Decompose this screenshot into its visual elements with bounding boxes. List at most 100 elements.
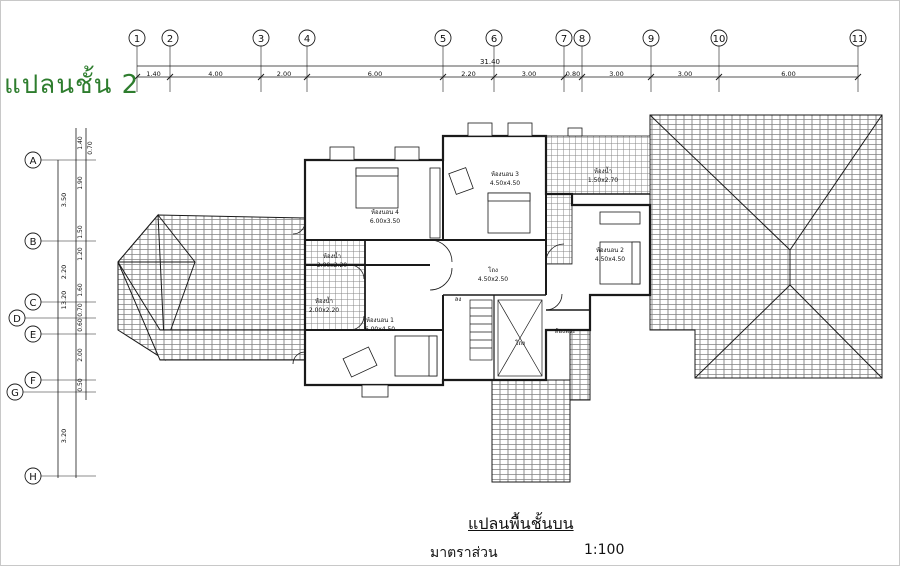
left-inner-dimension: 0.70 (77, 303, 84, 317)
staircase (469, 299, 543, 377)
left-outer-dimension: 3.20 (60, 429, 68, 443)
room-label: ห้องพระ (555, 328, 576, 335)
windows (329, 122, 583, 398)
row-bubble-A: A (24, 151, 96, 169)
top-dimension-value: 3.00 (678, 70, 692, 78)
column-grid-bubbles: 1 2 3 4 5 6 7 8 9 10 11 (128, 29, 867, 92)
row-label: C (30, 298, 37, 309)
left-inner-dimension: 1.40 (77, 136, 84, 150)
top-dimension-value: 4.00 (208, 70, 222, 78)
column-label: 8 (579, 34, 585, 45)
right-roof (649, 114, 883, 379)
room-size: 4.50x4.50 (490, 180, 520, 187)
room-label: โถง 4.50x2.50 (478, 266, 508, 283)
column-bubble-7: 7 (555, 29, 573, 92)
left-inner-dimension: 1.50 (77, 225, 84, 239)
left-inner-dimension: 1.90 (77, 176, 84, 190)
row-bubble-E: E (24, 325, 96, 343)
room-name: ห้องน้ำ (594, 165, 612, 175)
column-bubble-8: 8 (573, 29, 591, 92)
room-size: 6.00x4.50 (365, 326, 395, 333)
column-bubble-2: 2 (161, 29, 179, 92)
top-dimension-value: 2.20 (461, 70, 475, 78)
scale-value: 1:100 (584, 542, 625, 558)
top-dimension-line (137, 65, 858, 78)
room-label: ห้องนอน 3 4.50x4.50 (490, 171, 520, 187)
row-label: A (30, 156, 37, 167)
column-bubble-5: 5 (434, 29, 452, 92)
room-name: ห้องน้ำ (323, 250, 341, 260)
row-bubble-C: C (24, 293, 96, 311)
room-label: ห้องน้ำ 2.00x2.20 (309, 295, 339, 314)
left-inner-dimension: 0.60 (77, 318, 84, 332)
row-grid-bubbles: A B CDE FG H (6, 151, 96, 485)
left-dimension-lines (57, 128, 87, 478)
column-label: 7 (561, 34, 567, 45)
row-label: B (30, 237, 37, 248)
room-name: โถง (515, 339, 525, 347)
room-name: ห้องนอน 2 (596, 247, 624, 254)
room-label: ห้องนอน 1 6.00x4.50 (365, 317, 395, 333)
room-name: ห้องน้ำ (315, 295, 333, 305)
column-label: 10 (713, 34, 726, 45)
room-size: 2.00x2.20 (309, 307, 339, 314)
left-inner-dimension: 0.70 (87, 141, 94, 155)
left-inner-dimension: 1.60 (77, 283, 84, 297)
column-label: 11 (852, 34, 865, 45)
top-dimension-value: 2.00 (277, 70, 291, 78)
scale-label: มาตราส่วน (430, 545, 498, 561)
row-bubble-D: D (8, 309, 96, 327)
column-bubble-4: 4 (298, 29, 316, 92)
corner-title: แปลนชั้น 2 (4, 70, 140, 100)
row-label: D (13, 314, 21, 325)
room-size: 4.50x2.50 (478, 276, 508, 283)
top-dimension-value: 3.00 (522, 70, 536, 78)
furniture (342, 167, 641, 378)
column-label: 6 (491, 34, 497, 45)
porch-roof (491, 329, 591, 483)
row-bubble-F: F (24, 371, 96, 389)
top-dimension-value: 0.80 (566, 70, 580, 78)
room-name: ลง (455, 296, 462, 303)
left-inner-dimension: 0.50 (77, 378, 84, 392)
room-size: 2.00x2.20 (317, 262, 347, 269)
column-bubble-1: 1 (128, 29, 146, 92)
column-bubble-3: 3 (252, 29, 270, 92)
left-outer-dimension: 13.20 (60, 291, 68, 310)
plan-title: แปลนพื้นชั้นบน (468, 514, 574, 533)
column-bubble-10: 10 (710, 29, 728, 92)
room-size: 4.50x4.50 (595, 256, 625, 263)
room-name: ห้องพระ (555, 328, 576, 335)
room-label: ลง (455, 296, 462, 303)
room-label: โถง (515, 339, 525, 347)
column-bubble-6: 6 (485, 29, 503, 92)
column-bubble-9: 9 (642, 29, 660, 92)
row-bubble-H: H (24, 467, 96, 485)
room-label: ห้องนอน 2 4.50x4.50 (595, 247, 625, 263)
row-label: F (30, 376, 36, 387)
overall-dimension: 31.40 (480, 58, 500, 66)
room-name: โถง (488, 266, 498, 274)
top-dimension-value: 3.00 (609, 70, 623, 78)
left-outer-dimension: 2.20 (60, 265, 68, 279)
column-label: 3 (258, 34, 264, 45)
left-roof (117, 213, 306, 361)
room-name: ห้องนอน 3 (491, 171, 519, 178)
row-label: G (11, 388, 19, 399)
top-dimension-value: 6.00 (368, 70, 382, 78)
room-label: ห้องน้ำ 1.50x2.70 (588, 165, 618, 184)
left-inner-dimension: 1.20 (77, 247, 84, 261)
room-label: ห้องนอน 46.00x3.50 (370, 209, 400, 225)
room-size: 1.50x2.70 (588, 177, 618, 184)
room-size: 6.00x3.50 (370, 218, 400, 225)
row-bubble-G: G (6, 383, 96, 401)
top-dimension-value: 1.40 (146, 70, 160, 78)
column-label: 2 (167, 34, 173, 45)
column-bubble-11: 11 (849, 29, 867, 92)
room-name: ห้องนอน 1 (366, 317, 394, 324)
room-label: ห้องน้ำ 2.00x2.20 (317, 250, 347, 269)
